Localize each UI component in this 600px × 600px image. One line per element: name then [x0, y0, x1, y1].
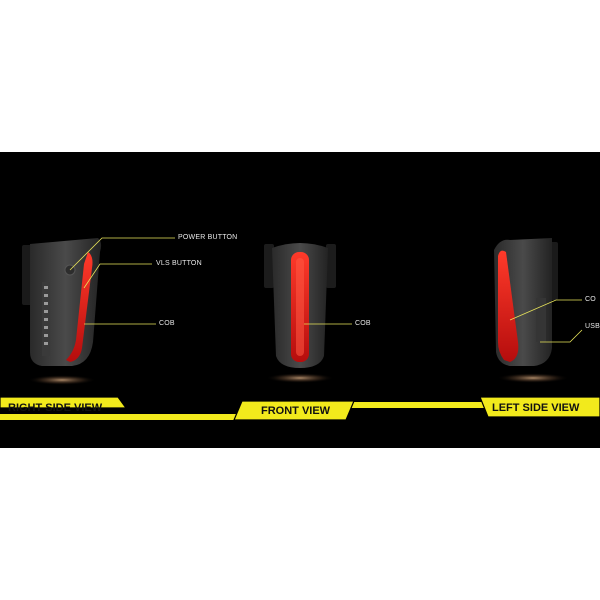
product-views-illustration — [0, 237, 600, 421]
right-view-callout-lines — [69, 237, 175, 325]
power-button-callout: POWER BUTTON — [178, 234, 238, 241]
vls-button-callout: VLS BUTTON — [156, 260, 202, 267]
product-stage: POWER BUTTON VLS BUTTON COB COB CO USB R… — [0, 152, 600, 448]
usb-callout-left-view: USB — [585, 323, 600, 330]
left-view-callout-lines — [509, 299, 583, 343]
front-view-label: FRONT VIEW — [261, 405, 331, 417]
right-view-reflection — [28, 375, 96, 385]
view-banner — [0, 396, 600, 421]
cob-callout-right-view: COB — [159, 320, 175, 327]
front-light — [264, 243, 336, 368]
right-side-view-label: RIGHT SIDE VIEW — [8, 402, 103, 414]
left-side-light — [494, 238, 558, 366]
left-side-view-label: LEFT SIDE VIEW — [492, 402, 580, 414]
left-view-reflection — [497, 373, 569, 383]
cob-callout-left-view: CO — [585, 296, 596, 303]
cob-callout-front-view: COB — [355, 320, 371, 327]
front-view-reflection — [266, 373, 334, 383]
right-side-light — [22, 238, 102, 366]
